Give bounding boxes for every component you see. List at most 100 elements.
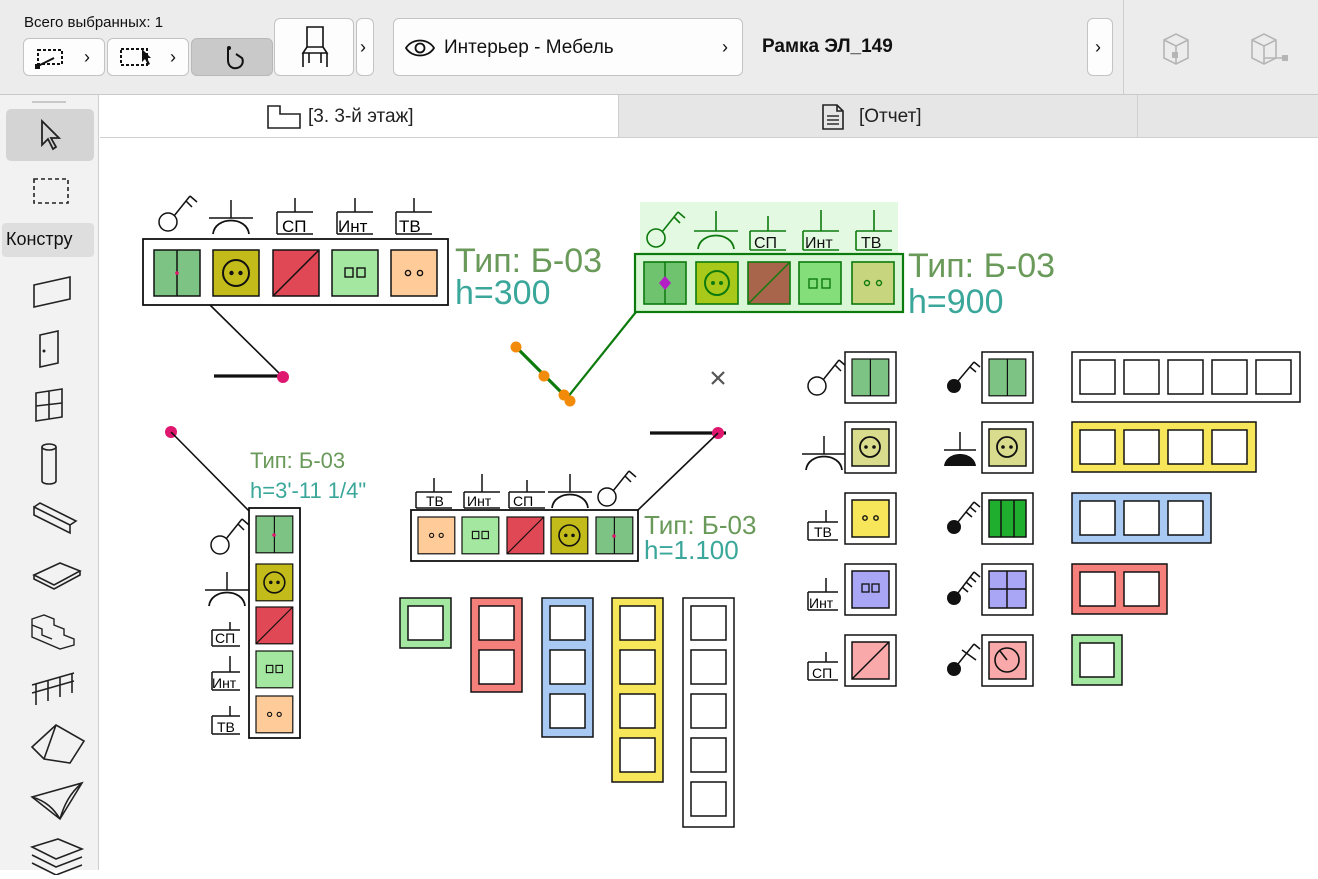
chevron-right-icon: › — [1095, 37, 1101, 57]
dimmer-filled-icon — [947, 643, 981, 676]
marquee-arrow-icon — [120, 48, 151, 66]
magic-wand-button[interactable] — [191, 38, 273, 76]
socket-symbol-icon — [204, 571, 250, 607]
sp-symbol-icon — [749, 216, 786, 251]
drawing-canvas[interactable]: СП Инт ТВ Тип: Б-03 h=300 — [100, 137, 1318, 870]
railing-tool[interactable] — [6, 659, 94, 711]
leader-line — [637, 432, 719, 511]
toolbar-divider — [1123, 0, 1124, 94]
object-settings-button[interactable]: › — [356, 18, 374, 76]
switch-symbol-icon — [210, 518, 250, 555]
leader-endpoint[interactable] — [277, 371, 289, 383]
mesh-tool-icon — [30, 838, 85, 875]
toolbox: Констру — [0, 95, 99, 875]
chair-icon — [301, 26, 329, 67]
window-tool-icon — [35, 388, 63, 422]
chevron-right-icon: › — [170, 47, 176, 67]
tv-label: ТВ — [399, 217, 421, 236]
tab-report[interactable]: [Отчет] — [618, 95, 1138, 137]
3d-box-icon[interactable] — [1156, 28, 1196, 68]
beam-tool-icon — [33, 502, 78, 535]
sp-label: СП — [282, 217, 307, 236]
select-element-icon — [35, 49, 63, 69]
socket-block-vertical[interactable]: Тип: Б-03 h=3'-11 1/4" СП Инт ТВ — [165, 426, 366, 739]
eye-icon — [404, 39, 436, 57]
switch-filled-icon — [947, 361, 981, 393]
selection-count-label: Всего выбранных: 1 — [24, 14, 164, 31]
socket-symbol-icon — [547, 473, 593, 509]
selection-hotspot[interactable] — [659, 276, 671, 290]
column-tool-icon — [41, 443, 57, 485]
object-tool-button[interactable] — [274, 18, 354, 76]
switch-symbol-icon — [158, 195, 198, 232]
shell-tool[interactable] — [6, 771, 94, 823]
socket-symbol-icon — [697, 234, 735, 250]
section-header[interactable]: Констру — [2, 223, 94, 257]
chevron-right-icon: › — [84, 47, 90, 67]
stair-tool[interactable] — [6, 603, 94, 655]
view-tabs: [3. 3-й этаж] [Отчет] — [100, 95, 1318, 138]
edit-handle[interactable] — [510, 341, 522, 353]
roof-tool[interactable] — [6, 715, 94, 767]
tab-label: [Отчет] — [859, 106, 922, 127]
sp-label: СП — [812, 665, 832, 681]
selection-highlight — [640, 202, 898, 254]
edit-handle[interactable] — [538, 370, 550, 382]
type-label: Тип: Б-03 — [250, 448, 345, 473]
3d-box-connect-icon[interactable] — [1244, 28, 1294, 68]
socket-symbol-icon — [801, 435, 847, 471]
column-tool[interactable] — [6, 433, 94, 485]
top-toolbar: Всего выбранных: 1 › › › Инте — [0, 0, 1318, 95]
socket-block-h900-selected[interactable]: СП Инт ТВ Тип: Б-03 h=900 — [510, 202, 1056, 407]
window-tool[interactable] — [6, 377, 94, 429]
switch-symbol-icon — [807, 359, 847, 396]
hotspot-cross-icon[interactable] — [711, 371, 725, 385]
legend-column-1: ТВ Инт СП — [801, 351, 897, 687]
mesh-tool[interactable] — [6, 827, 94, 879]
switch-symbol-icon — [646, 228, 666, 248]
socket-filled-icon — [944, 432, 976, 466]
door-tool[interactable] — [6, 321, 94, 373]
socket-block-h1100[interactable]: ТВ Инт СП Тип: Б-03 h=1.100 — [410, 427, 756, 565]
select-mode-button[interactable]: › — [23, 38, 105, 76]
socket-module — [212, 249, 260, 297]
tv-module — [851, 261, 895, 305]
anchor-dot — [175, 271, 179, 275]
tab-label: [3. 3-й этаж] — [308, 106, 414, 127]
horizontal-frames-column[interactable] — [1071, 351, 1301, 686]
tv-label: ТВ — [217, 719, 235, 735]
sp-module — [272, 249, 320, 297]
slab-tool[interactable] — [6, 547, 94, 599]
tv-label: ТВ — [814, 524, 832, 540]
marquee-select-button[interactable]: › — [107, 38, 189, 76]
edit-handle[interactable] — [564, 395, 576, 407]
wall-tool[interactable] — [6, 265, 94, 317]
tv-module — [390, 249, 438, 297]
arrow-tool[interactable] — [6, 109, 94, 161]
height-label: h=3'-11 1/4" — [250, 478, 366, 503]
tv-label: ТВ — [426, 493, 444, 509]
sp-symbol-icon — [508, 480, 545, 509]
layer-name: Интерьер - Мебель — [444, 37, 614, 58]
int-label: Инт — [809, 595, 834, 611]
leader-line — [170, 431, 251, 513]
roof-tool-icon — [30, 724, 86, 764]
type-label: Тип: Б-03 — [455, 242, 602, 280]
int-symbol-icon — [802, 210, 839, 251]
element-info-button[interactable]: › — [1087, 18, 1113, 76]
tv-symbol-icon — [855, 210, 892, 251]
leader-line — [209, 304, 283, 377]
stair-tool-icon — [31, 614, 75, 650]
vertical-frames-row[interactable] — [399, 597, 735, 828]
switch-symbol-icon — [597, 470, 637, 507]
pointer-hand-icon — [227, 46, 244, 70]
marquee-tool[interactable] — [6, 165, 94, 217]
tv-symbol-icon — [807, 510, 838, 541]
tab-floor-plan[interactable]: [3. 3-й этаж] — [100, 95, 618, 137]
toolbox-grip — [32, 101, 66, 103]
type-label: Тип: Б-03 — [908, 247, 1055, 285]
socket-block-h300[interactable]: СП Инт ТВ Тип: Б-03 h=300 — [142, 195, 602, 383]
int-label: Инт — [338, 217, 368, 236]
layer-selector[interactable]: Интерьер - Мебель › — [393, 18, 743, 76]
beam-tool[interactable] — [6, 491, 94, 543]
